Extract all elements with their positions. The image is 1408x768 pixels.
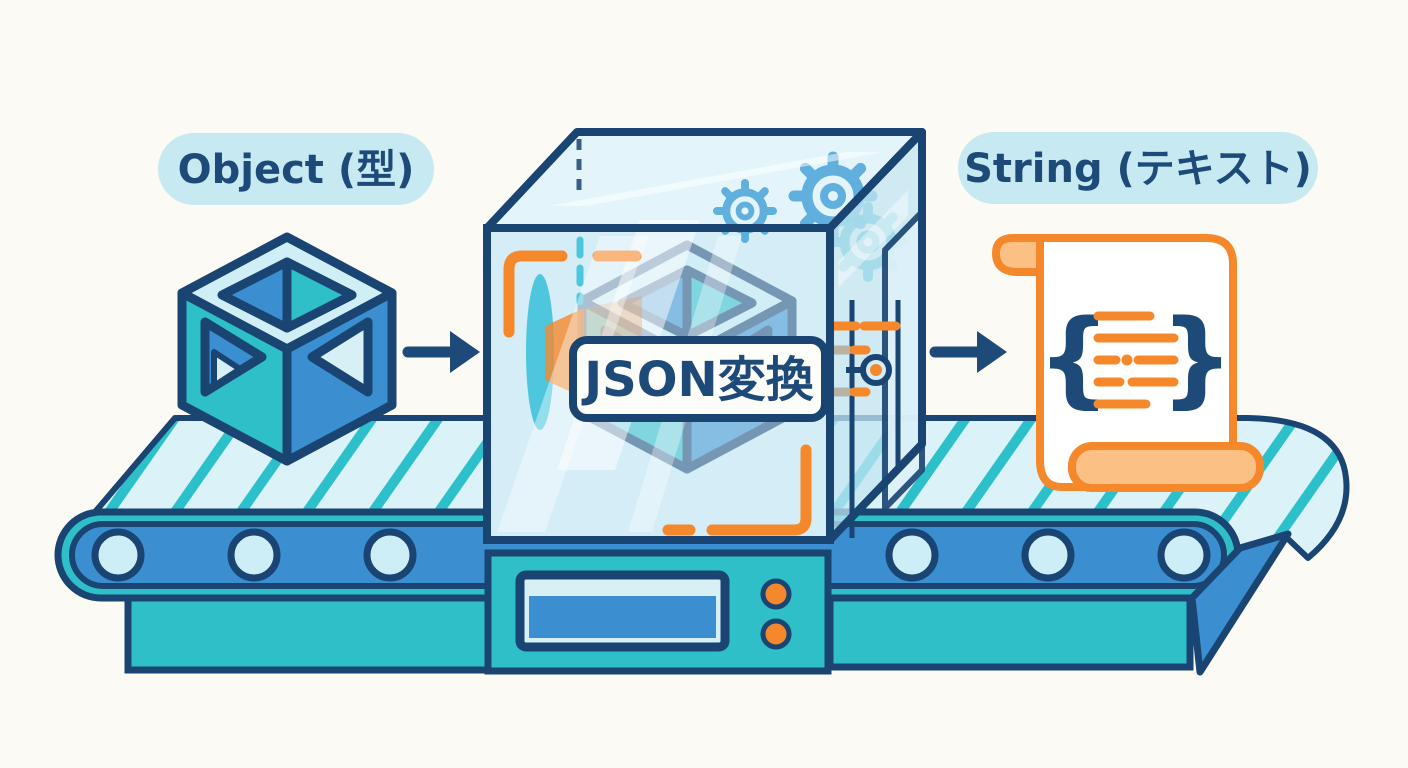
code-lines <box>1093 311 1179 409</box>
belt-roller <box>227 528 281 582</box>
belt-roller <box>885 528 939 582</box>
input-type-label: Object (型) <box>158 133 434 205</box>
circuit-node <box>870 364 882 376</box>
circuit-trace <box>823 300 901 538</box>
conveyor-side-face <box>1188 530 1292 676</box>
belt-roller <box>363 528 417 582</box>
scan-frame-brackets <box>503 250 812 536</box>
flow-arrow-left-icon <box>402 331 480 373</box>
output-type-label: String (テキスト) <box>958 132 1318 204</box>
conveyor-base-right <box>826 594 1194 671</box>
converter-machine: JSON変換 <box>483 128 926 675</box>
output-slot-opening <box>529 596 716 638</box>
scroll-bottom-roll <box>1068 442 1264 492</box>
belt-roller <box>1021 528 1075 582</box>
output-label-text: String (テキスト) <box>964 146 1312 192</box>
belt-roller <box>91 528 145 582</box>
conveyor-base-left <box>124 594 494 674</box>
converter-label-plate: JSON変換 <box>569 336 829 422</box>
json-document-icon: { } <box>992 234 1264 492</box>
converter-label: JSON変換 <box>581 352 813 408</box>
machine-button <box>760 618 792 650</box>
scroll-top-curl <box>992 234 1044 276</box>
glass-shine <box>838 190 908 288</box>
belt-roller <box>1157 528 1211 582</box>
glass-right-outline <box>826 128 926 544</box>
machine-button <box>760 578 792 610</box>
input-label-text: Object (型) <box>178 147 415 193</box>
scanner-lens-icon <box>526 274 554 430</box>
access-door <box>882 209 925 511</box>
flow-arrow-right-icon <box>929 331 1007 373</box>
